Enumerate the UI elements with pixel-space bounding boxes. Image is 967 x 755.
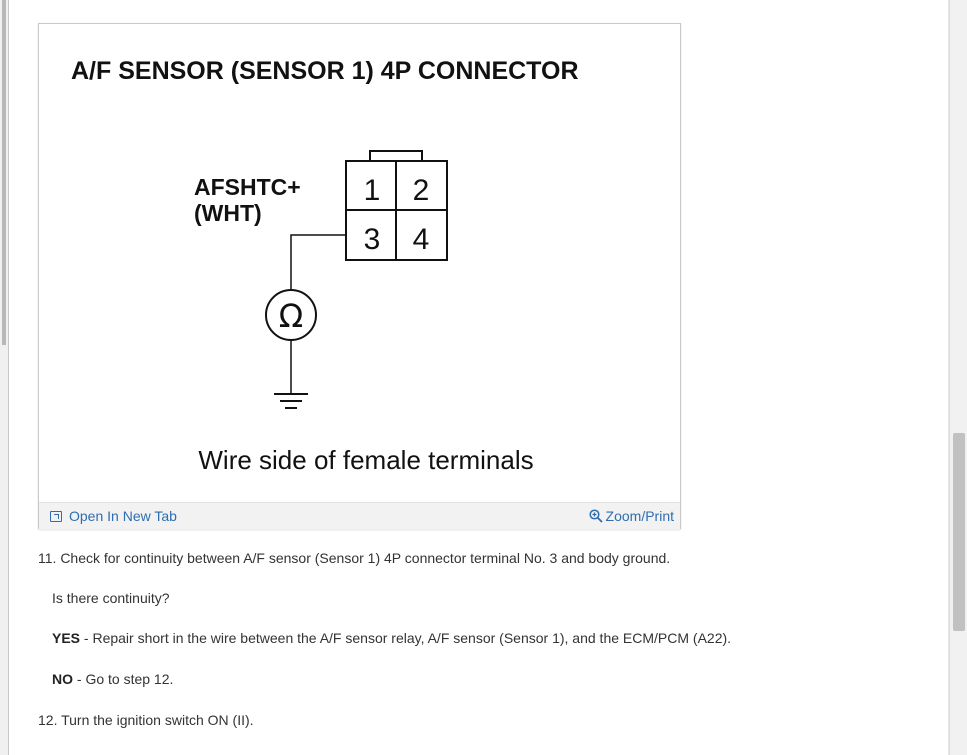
no-label: NO <box>52 671 73 687</box>
zoom-print-link[interactable]: Zoom/Print <box>588 508 674 524</box>
ohmmeter-icon: Ω <box>265 289 317 341</box>
step-11: 11. Check for continuity between A/F sen… <box>38 550 671 566</box>
wire-label: AFSHTC+ <box>194 174 301 200</box>
figure-toolbar: Open In New Tab Zoom/Print <box>39 502 680 529</box>
yes-label: YES <box>52 630 81 646</box>
open-in-new-tab-icon <box>50 510 62 522</box>
question: Is there continuity? <box>52 590 170 606</box>
no-text: - Go to step 12. <box>73 671 174 687</box>
diagram-title: A/F SENSOR (SENSOR 1) 4P CONNECTOR <box>71 57 579 85</box>
connector-4p: 1 2 3 4 <box>345 150 448 261</box>
zoom-icon <box>588 509 603 523</box>
open-in-new-tab-label: Open In New Tab <box>69 508 177 524</box>
yes-answer: YES - Repair short in the wire between t… <box>52 630 731 646</box>
terminal-2: 2 <box>413 174 430 207</box>
scrollbar-thumb[interactable] <box>953 433 965 631</box>
terminal-4: 4 <box>413 223 430 256</box>
ohm-symbol: Ω <box>279 297 303 335</box>
diagram-caption: Wire side of female terminals <box>198 445 533 475</box>
left-scroll-thumb[interactable] <box>2 0 6 345</box>
wire-color-label: (WHT) <box>194 200 262 226</box>
terminal-3: 3 <box>364 223 381 256</box>
step-12: 12. Turn the ignition switch ON (II). <box>38 712 254 728</box>
yes-text: - Repair short in the wire between the A… <box>80 630 732 646</box>
diagram-figure: A/F SENSOR (SENSOR 1) 4P CONNECTOR AFSHT… <box>38 23 681 529</box>
test-lead-wire <box>290 234 346 291</box>
vertical-scrollbar[interactable] <box>949 0 967 755</box>
left-panel-edge <box>0 0 9 755</box>
terminal-1: 1 <box>364 174 381 207</box>
no-answer: NO - Go to step 12. <box>52 671 173 687</box>
divider <box>948 0 949 755</box>
zoom-print-label: Zoom/Print <box>605 508 674 524</box>
ground-icon <box>274 393 308 409</box>
open-in-new-tab-link[interactable]: Open In New Tab <box>50 508 177 524</box>
connector-diagram: A/F SENSOR (SENSOR 1) 4P CONNECTOR AFSHT… <box>39 24 680 502</box>
